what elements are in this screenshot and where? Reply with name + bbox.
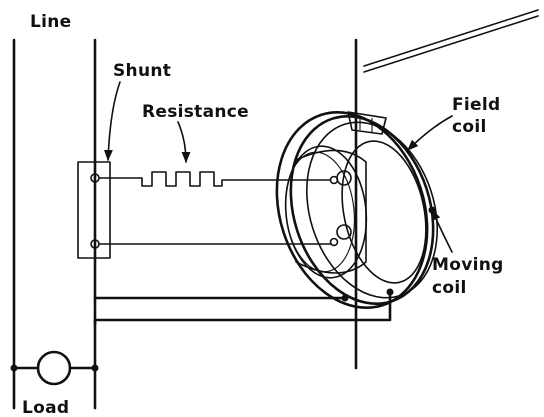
field-output-wire bbox=[93, 290, 392, 326]
shunt-arrow bbox=[103, 81, 121, 162]
moving-coil-arrow bbox=[431, 208, 453, 253]
label-field: Field bbox=[452, 95, 500, 115]
label-load: Load bbox=[22, 398, 69, 417]
junction-dot-coil-right bbox=[386, 288, 394, 296]
label-field-coil: coil bbox=[452, 117, 487, 137]
screw-upper bbox=[336, 170, 352, 186]
resistance-element bbox=[98, 171, 331, 187]
field-coil bbox=[275, 111, 438, 309]
label-shunt: Shunt bbox=[113, 61, 171, 81]
field-coil-arrow bbox=[407, 115, 453, 151]
junction-dot-left bbox=[10, 364, 18, 372]
coil-clip bbox=[347, 111, 387, 135]
pointer-needle bbox=[363, 9, 539, 67]
screw-lower bbox=[336, 224, 352, 240]
load-element bbox=[36, 350, 72, 386]
label-resistance: Resistance bbox=[142, 102, 249, 122]
moving-coil bbox=[284, 145, 368, 279]
shunt-block bbox=[77, 161, 111, 259]
label-line: Line bbox=[30, 12, 72, 32]
resistance-arrow bbox=[177, 121, 191, 164]
coil-terminal-bottom bbox=[329, 237, 339, 247]
junction-dot-coil-lower bbox=[341, 294, 349, 302]
pointer-needle-lower bbox=[363, 15, 539, 73]
label-moving-coil: coil bbox=[432, 278, 467, 298]
junction-dot-moving bbox=[428, 206, 436, 214]
label-moving: Moving bbox=[432, 255, 504, 275]
junction-dot-right bbox=[91, 364, 99, 372]
